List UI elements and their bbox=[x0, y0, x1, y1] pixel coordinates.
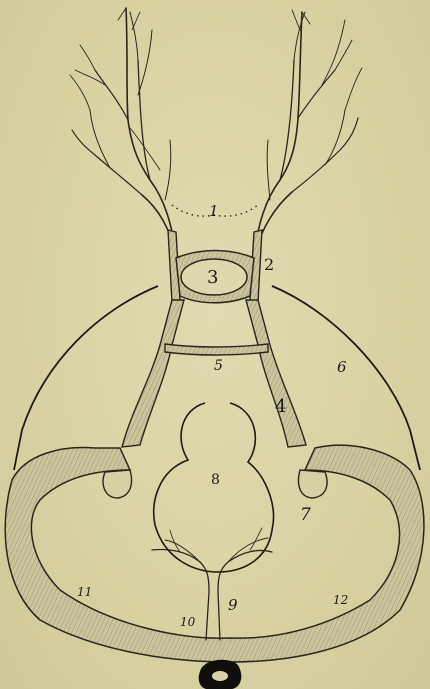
figure-labels: 1 2 3 4 5 6 7 8 9 10 11 12 bbox=[77, 202, 348, 629]
label-11: 11 bbox=[77, 585, 92, 599]
label-8: 8 bbox=[211, 472, 220, 488]
label-12: 12 bbox=[333, 593, 348, 607]
central-stem bbox=[152, 528, 272, 640]
label-6: 6 bbox=[337, 358, 347, 376]
label-4: 4 bbox=[275, 396, 286, 417]
right-branches bbox=[254, 10, 362, 255]
label-7: 7 bbox=[300, 505, 311, 525]
label-5: 5 bbox=[214, 358, 223, 374]
label-10: 10 bbox=[180, 615, 196, 629]
label-9: 9 bbox=[228, 596, 238, 614]
label-1: 1 bbox=[209, 202, 219, 220]
left-branches bbox=[70, 8, 176, 255]
label-3: 3 bbox=[207, 267, 218, 288]
label-2: 2 bbox=[264, 255, 274, 274]
outer-loops bbox=[14, 286, 420, 470]
basal-opening-highlight bbox=[212, 671, 228, 681]
transverse-vessel bbox=[165, 344, 268, 355]
